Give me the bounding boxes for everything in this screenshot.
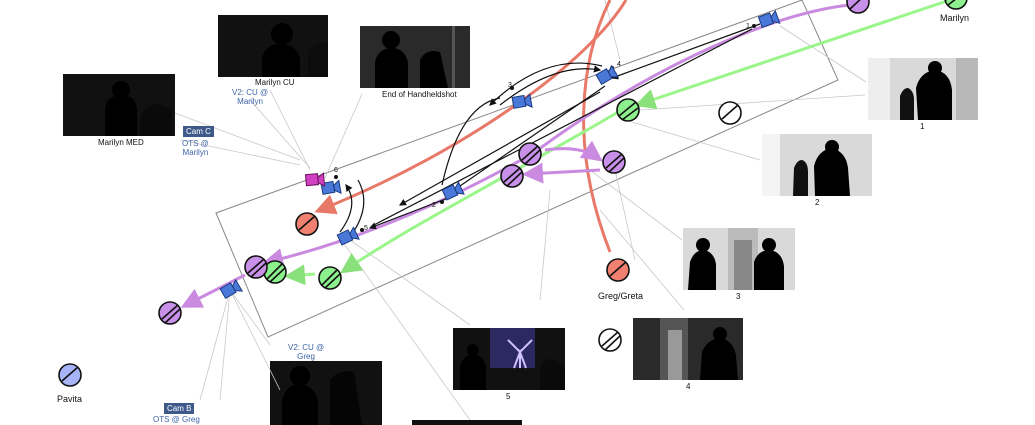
camera-icon[interactable] xyxy=(595,64,620,86)
path-number-1: 1 xyxy=(746,23,750,30)
thumb-silhouettes xyxy=(105,23,978,425)
thumb-bottom-partial[interactable] xyxy=(412,420,522,425)
camera-operator-marker[interactable] xyxy=(846,0,870,14)
pavita-label: Pavita xyxy=(57,394,83,404)
frame-caption-5: 5 xyxy=(506,392,511,401)
greg-greta-label: Greg/Greta xyxy=(598,291,644,301)
path-number-5: 5 xyxy=(364,225,368,232)
marilyn-path-green-1 xyxy=(634,0,951,110)
frame-caption-4: 4 xyxy=(686,382,691,391)
camera-moves xyxy=(339,23,761,235)
v2-greg-line1: V2: CU @ xyxy=(288,343,325,352)
camera-icon[interactable] xyxy=(336,226,360,246)
cam-c-note-line2: Marilyn xyxy=(182,148,209,157)
greg-path-red-1 xyxy=(314,0,628,215)
marilyn-label: Marilyn xyxy=(940,13,970,23)
cam-c-note: OTS @ Marilyn xyxy=(182,139,209,157)
camera-icon[interactable] xyxy=(441,181,465,201)
cam-path-purple-1 xyxy=(534,3,851,154)
camera-icon[interactable] xyxy=(757,9,781,29)
camera-icon[interactable] xyxy=(219,278,244,300)
marilyn-marker[interactable] xyxy=(616,98,640,122)
frame-caption-1: 1 xyxy=(920,122,925,131)
shot-caption-end-handheld: End of Handheldshot xyxy=(382,90,457,99)
frame-caption-2: 2 xyxy=(815,198,820,207)
greg-greta-marker[interactable] xyxy=(606,258,630,282)
path-number-6: 6 xyxy=(334,167,338,174)
camera-icon-magenta[interactable] xyxy=(304,172,326,188)
camera-icon[interactable] xyxy=(511,93,533,110)
cam-path-purple-2 xyxy=(262,153,531,269)
character-markers xyxy=(58,0,968,387)
greg-path-red-2 xyxy=(582,0,612,253)
path-number-labels: 1 2 3 4 5 6 xyxy=(334,23,750,232)
cam-c-tag[interactable]: Cam C xyxy=(183,126,214,137)
cam-c-note-line1: OTS @ xyxy=(182,139,209,148)
v2-marilyn-line1: V2: CU @ xyxy=(232,88,269,97)
v2-greg-line2: Greg xyxy=(297,352,315,361)
leader-lines xyxy=(174,0,867,421)
v2-marilyn-line2: Marilyn xyxy=(237,97,263,106)
marilyn-marker[interactable] xyxy=(944,0,968,10)
cam-b-note: OTS @ Greg xyxy=(153,415,200,424)
shot-caption-marilyn-med: Marilyn MED xyxy=(98,138,144,147)
camera-operator-marker[interactable] xyxy=(500,164,524,188)
marilyn-path-green-2 xyxy=(340,106,626,274)
cam-path-purple-3 xyxy=(544,140,603,162)
frame-caption-3: 3 xyxy=(736,292,741,301)
marilyn-path-green-3 xyxy=(284,264,316,286)
camera-operator-marker[interactable] xyxy=(518,142,542,166)
path-number-2: 2 xyxy=(432,202,436,209)
camera-icons xyxy=(219,9,781,300)
empty-marker[interactable] xyxy=(718,101,742,125)
v2-marilyn-note: V2: CU @ Marilyn xyxy=(232,88,268,106)
pavita-marker[interactable] xyxy=(58,363,82,387)
cam-path-purple-4 xyxy=(522,162,601,184)
greg-greta-marker[interactable] xyxy=(295,212,319,236)
camera-operator-marker[interactable] xyxy=(158,301,182,325)
path-number-4: 4 xyxy=(617,61,621,68)
path-number-3: 3 xyxy=(508,82,512,89)
marilyn-marker[interactable] xyxy=(318,266,342,290)
v2-greg-note: V2: CU @ Greg xyxy=(288,343,324,361)
shot-caption-marilyn-cu: Marilyn CU xyxy=(255,78,295,87)
camera-operator-marker[interactable] xyxy=(244,255,268,279)
marilyn-marker[interactable] xyxy=(263,260,287,284)
camera-operator-marker[interactable] xyxy=(602,150,626,174)
cam-b-tag[interactable]: Cam B xyxy=(164,403,195,414)
empty-marker[interactable] xyxy=(598,328,622,352)
